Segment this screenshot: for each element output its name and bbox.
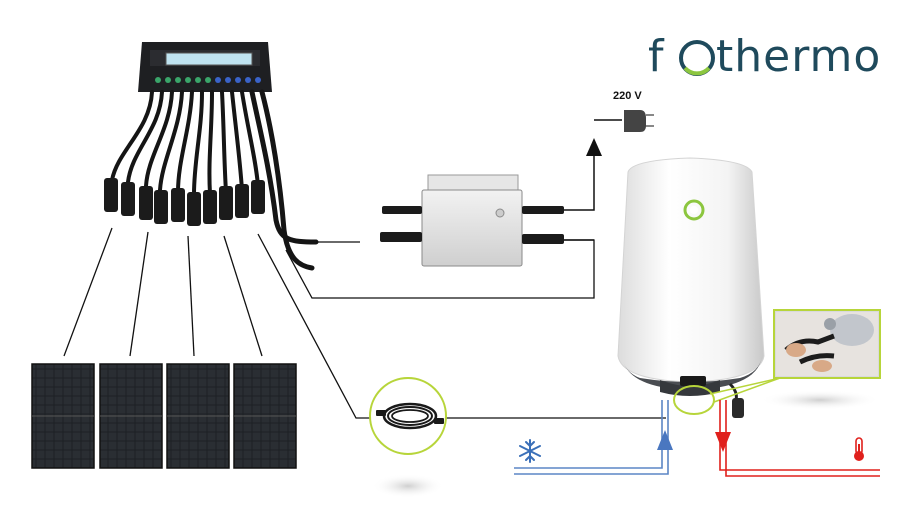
up-arrow-icon bbox=[586, 138, 602, 156]
controller-cables bbox=[110, 89, 319, 271]
micro-inverter bbox=[380, 174, 564, 267]
mc4-connectors bbox=[104, 178, 265, 226]
hot-water-pipe bbox=[719, 400, 880, 477]
brand-logo-text-right: thermo bbox=[716, 31, 882, 82]
controller-blue-terminals bbox=[215, 77, 261, 83]
solar-panel bbox=[31, 363, 95, 469]
solar-panel bbox=[233, 363, 297, 469]
solar-controller bbox=[138, 42, 272, 92]
solar-panel bbox=[166, 363, 230, 469]
cold-water-pipe bbox=[514, 400, 669, 475]
voltage-label: 220 V bbox=[613, 90, 642, 102]
snowflake-icon bbox=[519, 439, 541, 463]
water-heater bbox=[617, 157, 880, 418]
tank-plug-icon bbox=[732, 398, 744, 418]
connector-highlight bbox=[673, 385, 715, 415]
cable-coil bbox=[369, 377, 447, 498]
brand-logo: f thermo bbox=[648, 30, 888, 86]
power-plug-icon bbox=[624, 110, 654, 132]
ac-line bbox=[564, 119, 622, 241]
controller-display bbox=[165, 52, 253, 66]
brand-logo-ring-icon bbox=[679, 40, 715, 76]
hot-arrow-down-icon bbox=[715, 432, 731, 452]
thermometer-icon bbox=[854, 437, 864, 461]
controller-green-terminals bbox=[155, 77, 211, 83]
tank-logo-ring-icon bbox=[683, 199, 705, 221]
brand-logo-text-left: f bbox=[648, 31, 665, 82]
solar-panels bbox=[31, 363, 297, 469]
cold-arrow-up-icon bbox=[657, 430, 673, 450]
connector-detail-inset bbox=[709, 309, 881, 403]
solar-panel bbox=[99, 363, 163, 469]
